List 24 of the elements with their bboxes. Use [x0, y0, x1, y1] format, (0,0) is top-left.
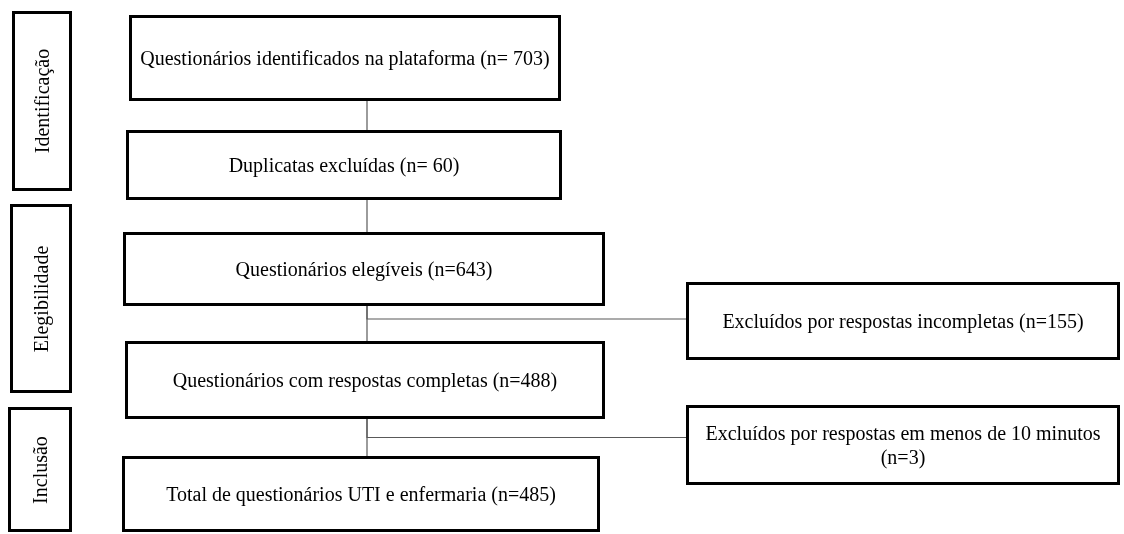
connector-line	[366, 418, 687, 439]
box-text: Questionários elegíveis (n=643)	[235, 257, 493, 281]
box-text: Excluídos por respostas em menos de 10 minutos (n=3)	[704, 421, 1102, 469]
box-text: Questionários com respostas completas (n=488)	[172, 368, 558, 392]
stage-label: Inclusão	[28, 435, 52, 504]
connector-line	[366, 100, 368, 131]
connector-line	[366, 305, 687, 320]
connector-line	[366, 199, 368, 233]
process-box	[125, 341, 605, 419]
box-text: Questionários identificados na plataforma (n= 703)	[140, 46, 550, 70]
process-box	[126, 130, 562, 200]
process-box	[686, 405, 1120, 485]
stage-box	[8, 407, 72, 532]
stage-box	[12, 11, 72, 191]
stage-box	[10, 204, 72, 393]
box-text: Excluídos por respostas incompletas (n=155)	[722, 309, 1084, 333]
process-box	[129, 15, 561, 101]
process-box	[122, 456, 600, 532]
box-text: Total de questionários UTI e enfermaria (n=485)	[166, 482, 556, 506]
stage-label: Identificação	[30, 48, 54, 154]
process-box	[123, 232, 605, 306]
process-box	[686, 282, 1120, 360]
box-text: Duplicatas excluídas (n= 60)	[228, 153, 460, 177]
stage-label: Elegibilidade	[29, 245, 53, 352]
